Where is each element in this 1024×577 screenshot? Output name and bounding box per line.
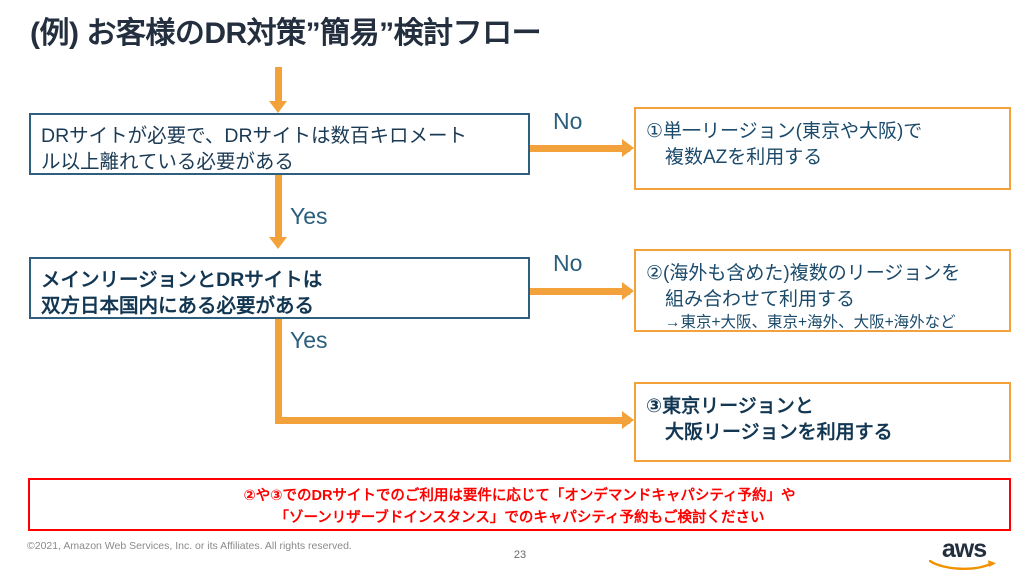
entry-arrowhead-icon bbox=[269, 101, 287, 113]
warning-note-line-1: ②や③でのDRサイトでのご利用は要件に応じて「オンデマンドキャパシティ予約」や bbox=[243, 488, 796, 504]
branch-label-no-1: No bbox=[553, 108, 583, 134]
yes-arrowhead-icon-1 bbox=[269, 237, 287, 249]
decision-box-2-line-1: メインリージョンとDRサイトは bbox=[41, 269, 323, 291]
footer-copyright: ©2021, Amazon Web Services, Inc. or its … bbox=[27, 540, 352, 552]
no-connector-line-2 bbox=[530, 288, 630, 295]
no-connector-line-1 bbox=[530, 145, 630, 152]
decision-box-2[interactable]: メインリージョンとDRサイトは 双方日本国内にある必要がある bbox=[29, 257, 530, 319]
decision-box-1-line-1: DRサイトが必要で、DRサイトは数百キロメート bbox=[41, 125, 468, 147]
no-arrowhead-icon-1 bbox=[622, 139, 634, 157]
outcome-box-1-line-2: 複数AZを利用する bbox=[665, 147, 823, 169]
page-number: 23 bbox=[513, 549, 527, 561]
decision-box-1[interactable]: DRサイトが必要で、DRサイトは数百キロメート ル以上離れている必要がある bbox=[29, 113, 530, 175]
yes-connector-line-2-vertical bbox=[275, 319, 282, 424]
branch-label-yes-2: Yes bbox=[290, 327, 328, 353]
aws-smile-arrow-icon bbox=[929, 560, 996, 571]
yes-connector-line-1 bbox=[275, 175, 282, 239]
outcome-box-3[interactable]: ③東京リージョンと 大阪リージョンを利用する bbox=[634, 382, 1011, 462]
entry-connector-line bbox=[275, 67, 282, 103]
no-arrowhead-icon-2 bbox=[622, 282, 634, 300]
outcome-box-3-line-2: 大阪リージョンを利用する bbox=[665, 422, 893, 444]
outcome-box-1[interactable]: ①単一リージョン(東京や大阪)で 複数AZを利用する bbox=[634, 107, 1011, 190]
branch-label-yes-1: Yes bbox=[290, 203, 328, 229]
page-title: (例) お客様のDR対策”簡易”検討フロー bbox=[30, 17, 542, 50]
outcome-box-2[interactable]: ②(海外も含めた)複数のリージョンを 組み合わせて利用する →東京+大阪、東京+… bbox=[634, 249, 1011, 332]
decision-box-2-line-2: 双方日本国内にある必要がある bbox=[41, 295, 315, 318]
outcome-box-2-subnote: →東京+大阪、東京+海外、大阪+海外など bbox=[665, 314, 956, 332]
decision-box-1-line-2: ル以上離れている必要がある bbox=[41, 151, 294, 174]
yes-connector-line-2-horizontal bbox=[275, 417, 630, 424]
warning-note-line-2: 「ゾーンリザーブドインスタンス」でのキャパシティ予約もご検討ください bbox=[274, 510, 765, 527]
outcome-box-1-line-1: ①単一リージョン(東京や大阪)で bbox=[646, 121, 923, 142]
warning-note-box: ②や③でのDRサイトでのご利用は要件に応じて「オンデマンドキャパシティ予約」や … bbox=[28, 478, 1011, 531]
outcome-box-3-line-1: ③東京リージョンと bbox=[646, 396, 814, 417]
branch-label-no-2: No bbox=[553, 250, 583, 276]
yes-arrowhead-icon-2 bbox=[622, 411, 634, 429]
outcome-box-2-line-1: ②(海外も含めた)複数のリージョンを bbox=[646, 263, 961, 284]
aws-wordmark-text: aws bbox=[941, 535, 987, 563]
outcome-box-2-line-2: 組み合わせて利用する bbox=[665, 289, 856, 311]
aws-logo: aws bbox=[926, 535, 1002, 571]
